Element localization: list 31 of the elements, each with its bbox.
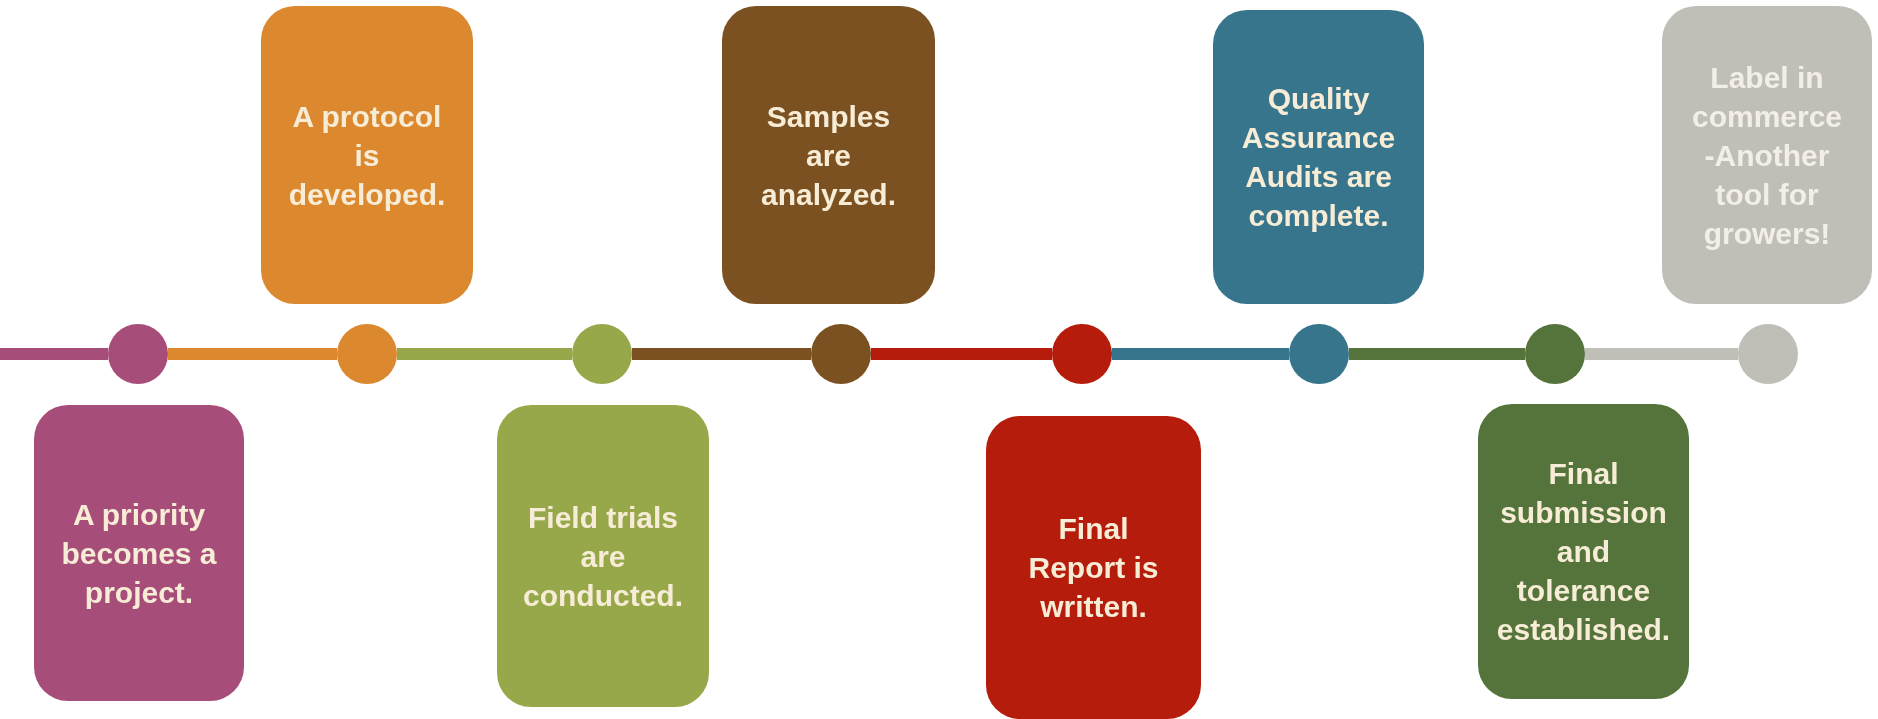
timeline-segment (0, 348, 108, 360)
step-box (1662, 6, 1872, 304)
step-text: A protocol is developed. (287, 98, 447, 213)
timeline-dot (1052, 324, 1112, 384)
step-text: Final submission and tolerance established. (1496, 456, 1671, 648)
timeline-dot (108, 324, 168, 384)
timeline-segment (632, 348, 811, 360)
step-box (1213, 10, 1424, 304)
timeline-segment (397, 348, 572, 360)
step-box (34, 405, 244, 701)
step-box (261, 6, 473, 304)
timeline-segment (1585, 348, 1738, 360)
step-box (986, 416, 1201, 719)
step-text: Quality Assurance Audits are complete. (1240, 81, 1397, 234)
timeline-dot (811, 324, 871, 384)
step-text: A priority becomes a project. (60, 496, 218, 611)
step-box (1478, 404, 1689, 699)
step-text: Samples are analyzed. (759, 98, 898, 213)
timeline-dot (572, 324, 632, 384)
timeline-dot (1738, 324, 1798, 384)
step-box (497, 405, 709, 707)
timeline-dot (1525, 324, 1585, 384)
step-box (722, 6, 935, 304)
timeline-segment (871, 348, 1052, 360)
timeline-segment (1112, 348, 1289, 360)
step-text: Field trials are conducted. (522, 499, 684, 614)
timeline-segment (168, 348, 337, 360)
timeline-dot (1289, 324, 1349, 384)
timeline-dot (337, 324, 397, 384)
step-text: Final Report is written. (1027, 511, 1160, 625)
timeline-segment (1349, 348, 1525, 360)
